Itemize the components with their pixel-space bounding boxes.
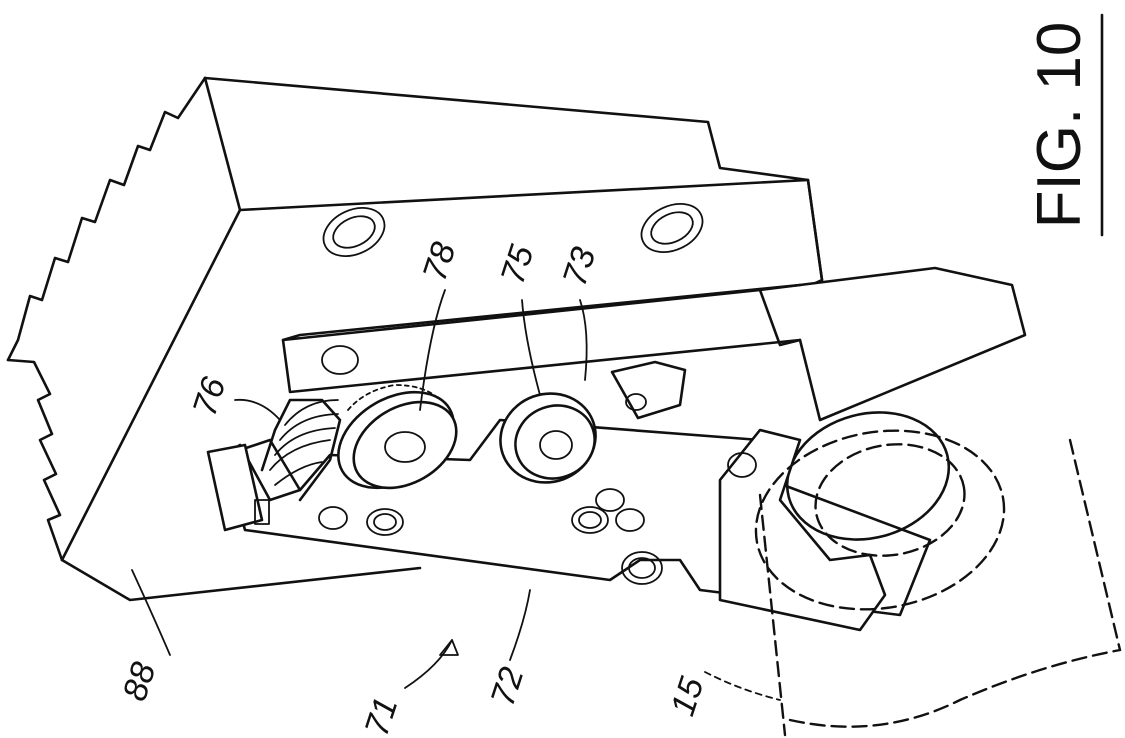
figure-title: FIG. 10 — [1025, 22, 1094, 229]
screw-76 — [260, 398, 342, 502]
label-15: 15 — [664, 673, 712, 721]
leader-15 — [704, 671, 781, 701]
label-71: 71 — [358, 693, 406, 738]
leader-76 — [234, 398, 281, 421]
roller-75 — [499, 392, 597, 484]
label-75: 75 — [494, 241, 542, 289]
leader-73 — [579, 299, 588, 381]
arm-73 — [281, 266, 1027, 422]
dashed-part-15 — [754, 429, 1122, 737]
knurled-wheel-78 — [337, 384, 458, 490]
figure-caption: FIG. 10 — [1025, 13, 1104, 237]
label-76: 76 — [186, 373, 234, 421]
label-78: 78 — [416, 238, 464, 286]
label-72: 72 — [484, 663, 532, 711]
leader-75 — [521, 299, 541, 396]
leader-78 — [419, 289, 446, 411]
clamp-ring — [718, 411, 951, 632]
label-88: 88 — [116, 658, 164, 706]
leader-72 — [509, 589, 531, 661]
leader-71-arrow — [404, 639, 453, 689]
arrowhead-71 — [439, 639, 459, 656]
base-block-88 — [6, 76, 824, 602]
leader-88 — [131, 569, 171, 656]
leader-lines — [131, 289, 781, 701]
label-73: 73 — [556, 243, 604, 291]
